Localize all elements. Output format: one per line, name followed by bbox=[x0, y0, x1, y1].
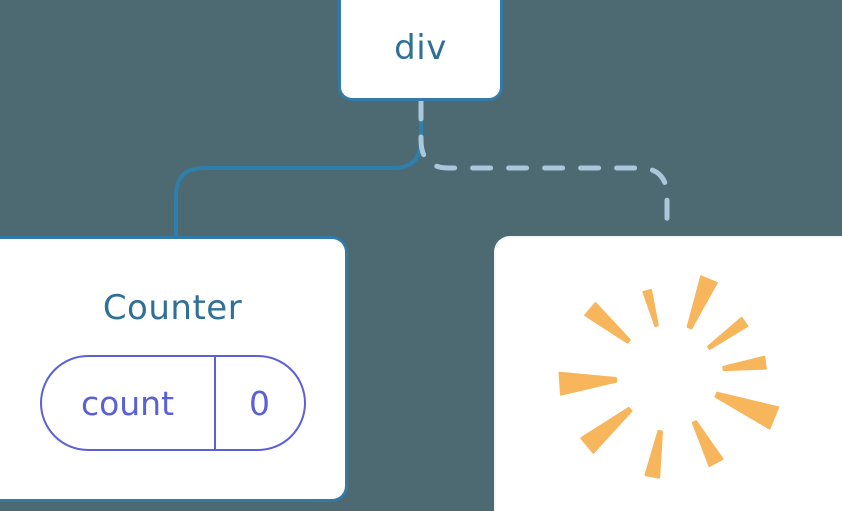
node-div-label: div bbox=[394, 28, 447, 68]
edge-div-to-spinner bbox=[418, 98, 670, 239]
node-counter-label: Counter bbox=[102, 288, 243, 328]
spinner-burst-icon bbox=[558, 275, 780, 479]
spinner-ray-5 bbox=[580, 406, 633, 454]
node-spinner[interactable] bbox=[494, 236, 842, 511]
spinner-ray-8 bbox=[714, 391, 780, 430]
spinner-ray-2 bbox=[642, 289, 659, 328]
spinner-ray-1 bbox=[707, 316, 749, 350]
state-badge-divider bbox=[213, 357, 216, 449]
state-value-label: 0 bbox=[249, 383, 270, 423]
spinner-ray-4 bbox=[558, 371, 618, 396]
spinner-ray-9 bbox=[722, 355, 767, 372]
node-div[interactable]: div bbox=[338, 0, 503, 101]
state-badge-count[interactable]: count 0 bbox=[39, 355, 306, 451]
node-counter[interactable]: Counter count 0 bbox=[0, 236, 348, 502]
spinner-ray-6 bbox=[644, 429, 663, 479]
spinner-ray-3 bbox=[584, 302, 631, 344]
spinner-ray-0 bbox=[686, 275, 718, 330]
spinner-ray-7 bbox=[691, 420, 724, 467]
edge-div-to-counter bbox=[174, 99, 423, 238]
state-key-label: count bbox=[80, 383, 175, 423]
